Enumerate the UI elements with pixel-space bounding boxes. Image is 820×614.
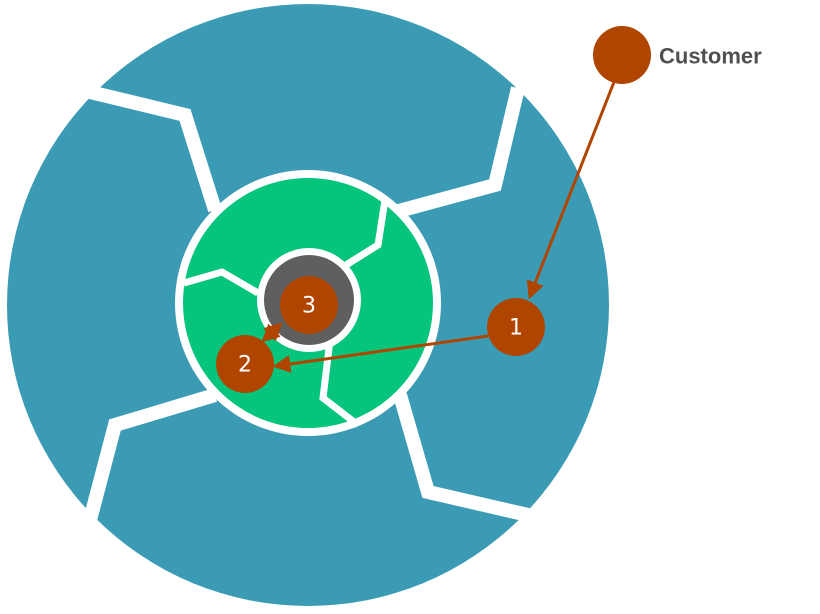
node-1-label: 1 [509, 316, 523, 341]
node-2: 2 [216, 335, 274, 393]
arrow-1-to-2 [272, 334, 489, 373]
customer: Customer [593, 26, 762, 84]
node-2-circle [216, 335, 274, 393]
node-1-circle [487, 298, 545, 356]
arrow-customer-to-1 [526, 81, 616, 300]
node-1: 1 [487, 298, 545, 356]
outer-ring-gap-bottom-left [83, 388, 218, 522]
outer-ring-gap-top-right [393, 86, 525, 219]
arrow-2-to-3 [261, 322, 283, 343]
outer-ring-gap-bottom-right [393, 393, 530, 522]
flow-arrows [261, 81, 616, 373]
node-3: 3 [280, 276, 338, 334]
customer-label: Customer [659, 44, 762, 69]
outer-ring-gap-top-left [88, 85, 222, 213]
middle-ring-gap-top [336, 199, 389, 273]
customer-node [593, 26, 651, 84]
node-3-label: 3 [302, 294, 316, 319]
node-3-circle [280, 276, 338, 334]
middle-ring-gap-left [183, 268, 260, 297]
node-2-label: 2 [238, 353, 252, 378]
